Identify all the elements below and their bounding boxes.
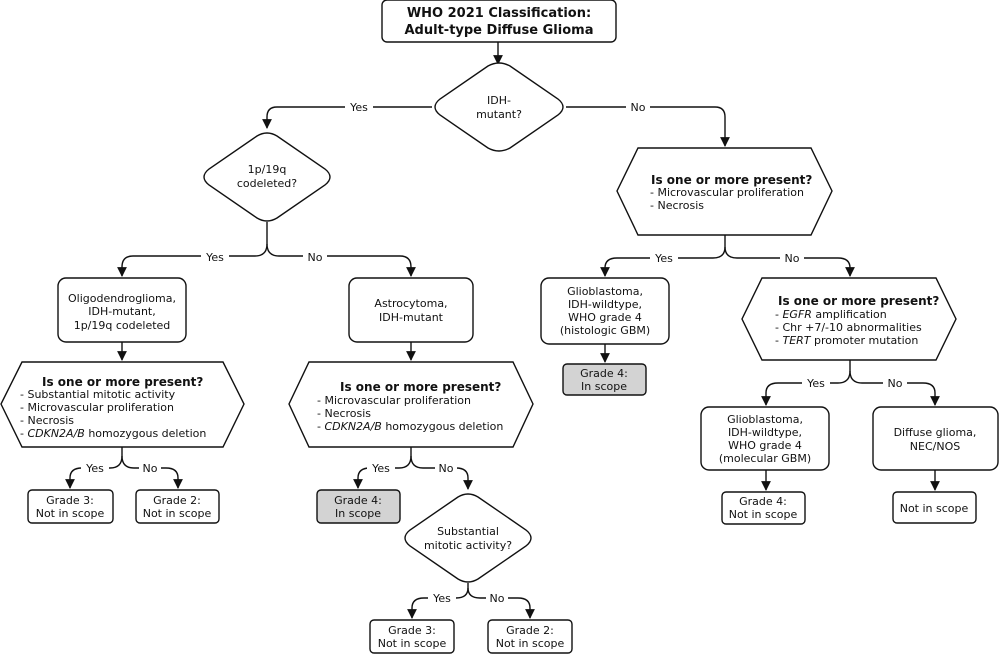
edge-label-idh-yes: Yes: [349, 101, 368, 114]
criteria-gbm-molecular: Is one or more present? - EGFR amplifica…: [741, 277, 957, 361]
criteria-astro-item: - CDKN2A/B homozygous deletion: [317, 420, 503, 433]
criteria-mol-item: - TERT promoter mutation: [775, 334, 918, 347]
outcome-line: Not in scope: [496, 637, 565, 650]
decision-mitotic-line-1: Substantial: [437, 525, 499, 538]
outcome-gbm-histologic-grade-4: Grade 4: In scope: [562, 363, 647, 396]
outcome-line: In scope: [335, 507, 381, 520]
title-box: WHO 2021 Classification: Adult-type Diff…: [381, 0, 617, 43]
edge-label-codel-yes: Yes: [205, 251, 224, 264]
criteria-gbm-histo-item: - Necrosis: [650, 199, 704, 212]
outcome-gbm-molecular-grade-4: Grade 4: Not in scope: [721, 491, 806, 525]
outcome-line: Not in scope: [900, 502, 969, 515]
outcome-line: Grade 3:: [46, 494, 94, 507]
entity-nos-line: NEC/NOS: [910, 440, 960, 453]
edge-oligo-no: [121, 455, 183, 489]
outcome-line: Grade 3:: [388, 624, 436, 637]
edge-label-idh-no: No: [631, 101, 646, 114]
edge-label-molcrit-no: No: [888, 377, 903, 390]
entity-gbmhisto-line: Glioblastoma,: [567, 285, 643, 298]
outcome-nec-nos: Not in scope: [892, 491, 977, 524]
entity-nos-line: Diffuse glioma,: [894, 426, 977, 439]
criteria-oligo-item: - Substantial mitotic activity: [20, 388, 176, 401]
outcome-line: Not in scope: [143, 507, 212, 520]
entity-gbm-histologic: Glioblastoma, IDH-wildtype, WHO grade 4 …: [540, 277, 670, 345]
decision-mitotic-line-2: mitotic activity?: [424, 539, 512, 552]
outcome-line: Grade 2:: [153, 494, 201, 507]
entity-gbmmol-line: WHO grade 4: [728, 439, 802, 452]
entity-astro-line: IDH-mutant: [379, 311, 444, 324]
criteria-gbm-histo-header: Is one or more present?: [651, 173, 812, 187]
criteria-oligodendroglioma: Is one or more present? - Substantial mi…: [0, 361, 245, 448]
edge-label-oligo-yes: Yes: [85, 462, 104, 475]
edge-codel-no: [266, 243, 416, 277]
criteria-mol-item: - EGFR amplification: [775, 308, 887, 321]
entity-nec-nos: Diffuse glioma, NEC/NOS: [872, 406, 999, 471]
edge-label-gbmcrit-no: No: [785, 252, 800, 265]
outcome-line: Grade 4:: [739, 495, 787, 508]
entity-gbmhisto-line: IDH-wildtype,: [568, 298, 642, 311]
outcome-astro-grade-2: Grade 2: Not in scope: [487, 619, 573, 654]
edge-label-mitotic-no: No: [490, 592, 505, 605]
decision-1p19q-codeleted: 1p/19q codeleted?: [203, 132, 331, 222]
outcome-line: Not in scope: [36, 507, 105, 520]
entity-gbmmol-line: IDH-wildtype,: [728, 426, 802, 439]
entity-gbmhisto-line: (histologic GBM): [560, 324, 650, 337]
outcome-line: Not in scope: [729, 508, 798, 521]
decision-idh-line-2: mutant?: [476, 108, 522, 121]
edge-label-codel-no: No: [308, 251, 323, 264]
edge-label-oligo-no: No: [143, 462, 158, 475]
edge-molcrit-no: [849, 370, 940, 406]
title-line-1: WHO 2021 Classification:: [407, 6, 591, 21]
criteria-oligo-item: - CDKN2A/B homozygous deletion: [20, 427, 206, 440]
entity-gbmmol-line: Glioblastoma,: [727, 413, 803, 426]
edge-label-gbmcrit-yes: Yes: [654, 252, 673, 265]
outcome-line: In scope: [581, 380, 627, 393]
edge-idh-no: [566, 106, 730, 147]
edge-label-molcrit-yes: Yes: [806, 377, 825, 390]
criteria-astrocytoma: Is one or more present? - Microvascular …: [288, 361, 534, 448]
criteria-mol-header: Is one or more present?: [778, 294, 939, 308]
criteria-astro-item: - Microvascular proliferation: [317, 394, 471, 407]
edge-label-astro-no: No: [439, 462, 454, 475]
entity-gbmhisto-line: WHO grade 4: [568, 311, 642, 324]
decision-mitotic-activity: Substantial mitotic activity?: [404, 493, 532, 583]
criteria-mol-item: - Chr +7/-10 abnormalities: [775, 321, 922, 334]
entity-astrocytoma: Astrocytoma, IDH-mutant: [348, 277, 474, 343]
entity-gbm-molecular: Glioblastoma, IDH-wildtype, WHO grade 4 …: [700, 406, 830, 471]
edge-label-astro-yes: Yes: [371, 462, 390, 475]
title-line-2: Adult-type Diffuse Glioma: [405, 23, 594, 38]
outcome-line: Grade 4:: [580, 367, 628, 380]
outcome-astro-grade-4: Grade 4: In scope: [316, 489, 401, 524]
criteria-oligo-item: - Microvascular proliferation: [20, 401, 174, 414]
edge-labels: Yes No Yes No Yes No Yes No Yes No Yes N…: [81, 99, 907, 606]
entity-gbmmol-line: (molecular GBM): [719, 452, 811, 465]
criteria-astro-header: Is one or more present?: [340, 380, 501, 394]
edge-idh-yes: [262, 106, 432, 129]
outcome-line: Not in scope: [378, 637, 447, 650]
entity-oligo-line: IDH-mutant,: [88, 305, 155, 318]
criteria-oligo-header: Is one or more present?: [42, 375, 203, 389]
decision-idh-mutant: IDH- mutant?: [434, 62, 564, 152]
decision-codel-line-1: 1p/19q: [248, 163, 287, 176]
criteria-oligo-item: - Necrosis: [20, 414, 74, 427]
edge-label-mitotic-yes: Yes: [432, 592, 451, 605]
edge-mitotic-no: [467, 587, 535, 619]
edge-codel-yes: [117, 222, 268, 277]
decision-idh-line-1: IDH-: [487, 94, 511, 107]
outcome-oligo-grade-2: Grade 2: Not in scope: [135, 489, 220, 524]
outcome-astro-grade-3: Grade 3: Not in scope: [369, 619, 455, 654]
outcome-line: Grade 2:: [506, 624, 554, 637]
decision-codel-line-2: codeleted?: [237, 177, 297, 190]
criteria-astro-item: - Necrosis: [317, 407, 371, 420]
outcome-oligo-grade-3: Grade 3: Not in scope: [27, 489, 114, 524]
entity-oligo-line: 1p/19q codeleted: [74, 319, 171, 332]
criteria-gbm-histo-item: - Microvascular proliferation: [650, 186, 804, 199]
entity-oligodendroglioma: Oligodendroglioma, IDH-mutant, 1p/19q co…: [57, 277, 187, 343]
outcome-line: Grade 4:: [334, 494, 382, 507]
edge-gbmcrit-no: [724, 246, 855, 277]
criteria-gbm-histologic: Is one or more present? - Microvascular …: [616, 147, 833, 236]
entity-astro-line: Astrocytoma,: [374, 297, 447, 310]
entity-oligo-line: Oligodendroglioma,: [68, 292, 176, 305]
